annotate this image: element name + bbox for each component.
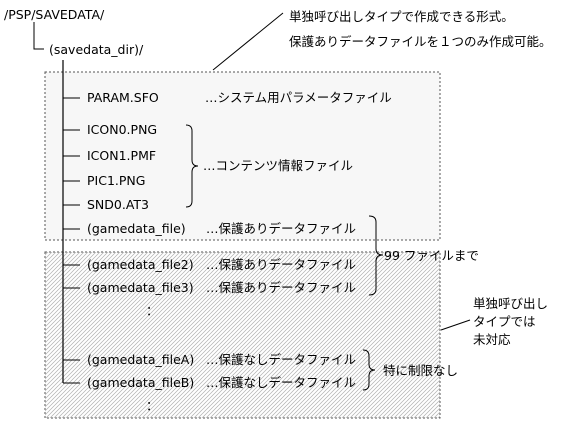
gamedata-fileB-label: (gamedata_fileB) [87,375,195,390]
single-call-note-line1: 単独呼び出しタイプで作成できる形式。 [289,9,514,24]
vertical-ellipsis-lower: ： [146,398,159,413]
param-description: …システム用パラメータファイル [205,90,392,105]
pic1-label: PIC1.PNG [87,173,146,188]
savedata-dir-label: (savedata_dir)/ [49,42,144,57]
single-call-note-line2: 保護ありデータファイルを１つのみ作成可能。 [289,34,552,49]
gamedata-file3-description: …保護ありデータファイル [206,280,357,295]
unsupported-note-line1: 単独呼び出し [473,296,549,311]
no-limit-note: 特に制限なし [383,363,459,378]
tree-branches [63,97,80,384]
limit-99-note: 99 ファイルまで [384,248,479,263]
limit-99-brace [368,215,384,296]
unsupported-region [44,251,441,419]
unsupported-note-line3: 未対応 [473,332,511,347]
root-connector [33,22,44,50]
unsupported-note-line2: タイプでは [473,314,536,329]
gamedata-fileB-description: …保護なしデータファイル [206,375,357,390]
gamedata-file-label: (gamedata_file) [87,221,186,236]
single-call-region [44,71,441,241]
gamedata-fileA-description: …保護なしデータファイル [206,352,357,367]
icon1-label: ICON1.PMF [87,148,157,163]
root-path-label: /PSP/SAVEDATA/ [4,7,105,22]
content-description: …コンテンツ情報ファイル [203,158,354,173]
gamedata-fileA-label: (gamedata_fileA) [87,352,195,367]
gamedata-file-description: …保護ありデータファイル [206,221,357,236]
icon0-label: ICON0.PNG [87,122,158,137]
param-sfo-label: PARAM.SFO [87,90,159,105]
single-call-callout [212,12,284,71]
vertical-ellipsis-upper: ： [146,303,159,318]
content-files-brace [185,124,199,208]
unsupported-callout [440,319,471,331]
gamedata-file2-label: (gamedata_file2) [87,257,194,272]
no-limit-brace [362,349,376,391]
gamedata-file2-description: …保護ありデータファイル [206,257,357,272]
snd0-label: SND0.AT3 [87,197,150,212]
gamedata-file3-label: (gamedata_file3) [87,280,194,295]
